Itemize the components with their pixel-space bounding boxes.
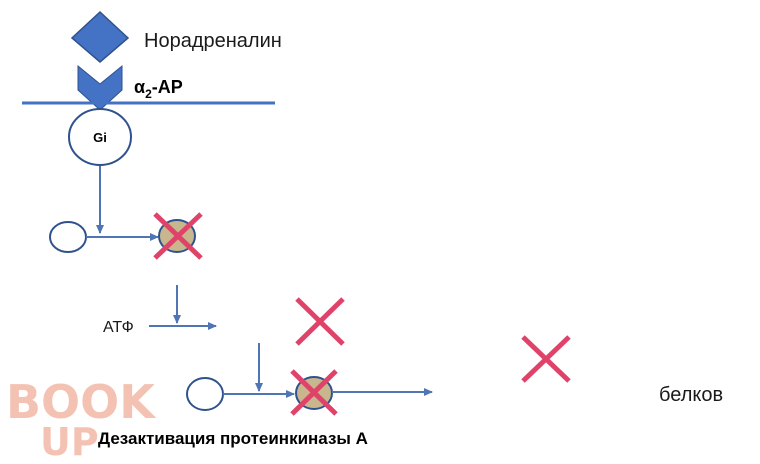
cross-3 [290,369,338,416]
receptor-chevron [77,64,123,111]
empty-circle-2 [186,377,224,411]
receptor-label: α2-АР [134,77,183,101]
proteins-label: белков [659,384,723,406]
atp-label: АТФ [103,319,134,336]
empty-circle-1 [49,221,87,253]
cross-2 [295,297,345,346]
watermark-line-1: BOOK [6,375,157,429]
cross-4 [521,335,571,383]
watermark-logo: BOOK UP [6,375,157,464]
noradrenaline-diamond [70,10,130,63]
noradrenaline-label: Норадреналин [144,30,282,52]
gi-protein-circle [68,108,132,166]
watermark-line-2: UP [40,420,99,464]
cross-1 [153,212,203,260]
caption-pka-deactivation: Дезактивация протеинкиназы А [98,429,368,448]
gi-protein-label: Gi [93,130,107,145]
